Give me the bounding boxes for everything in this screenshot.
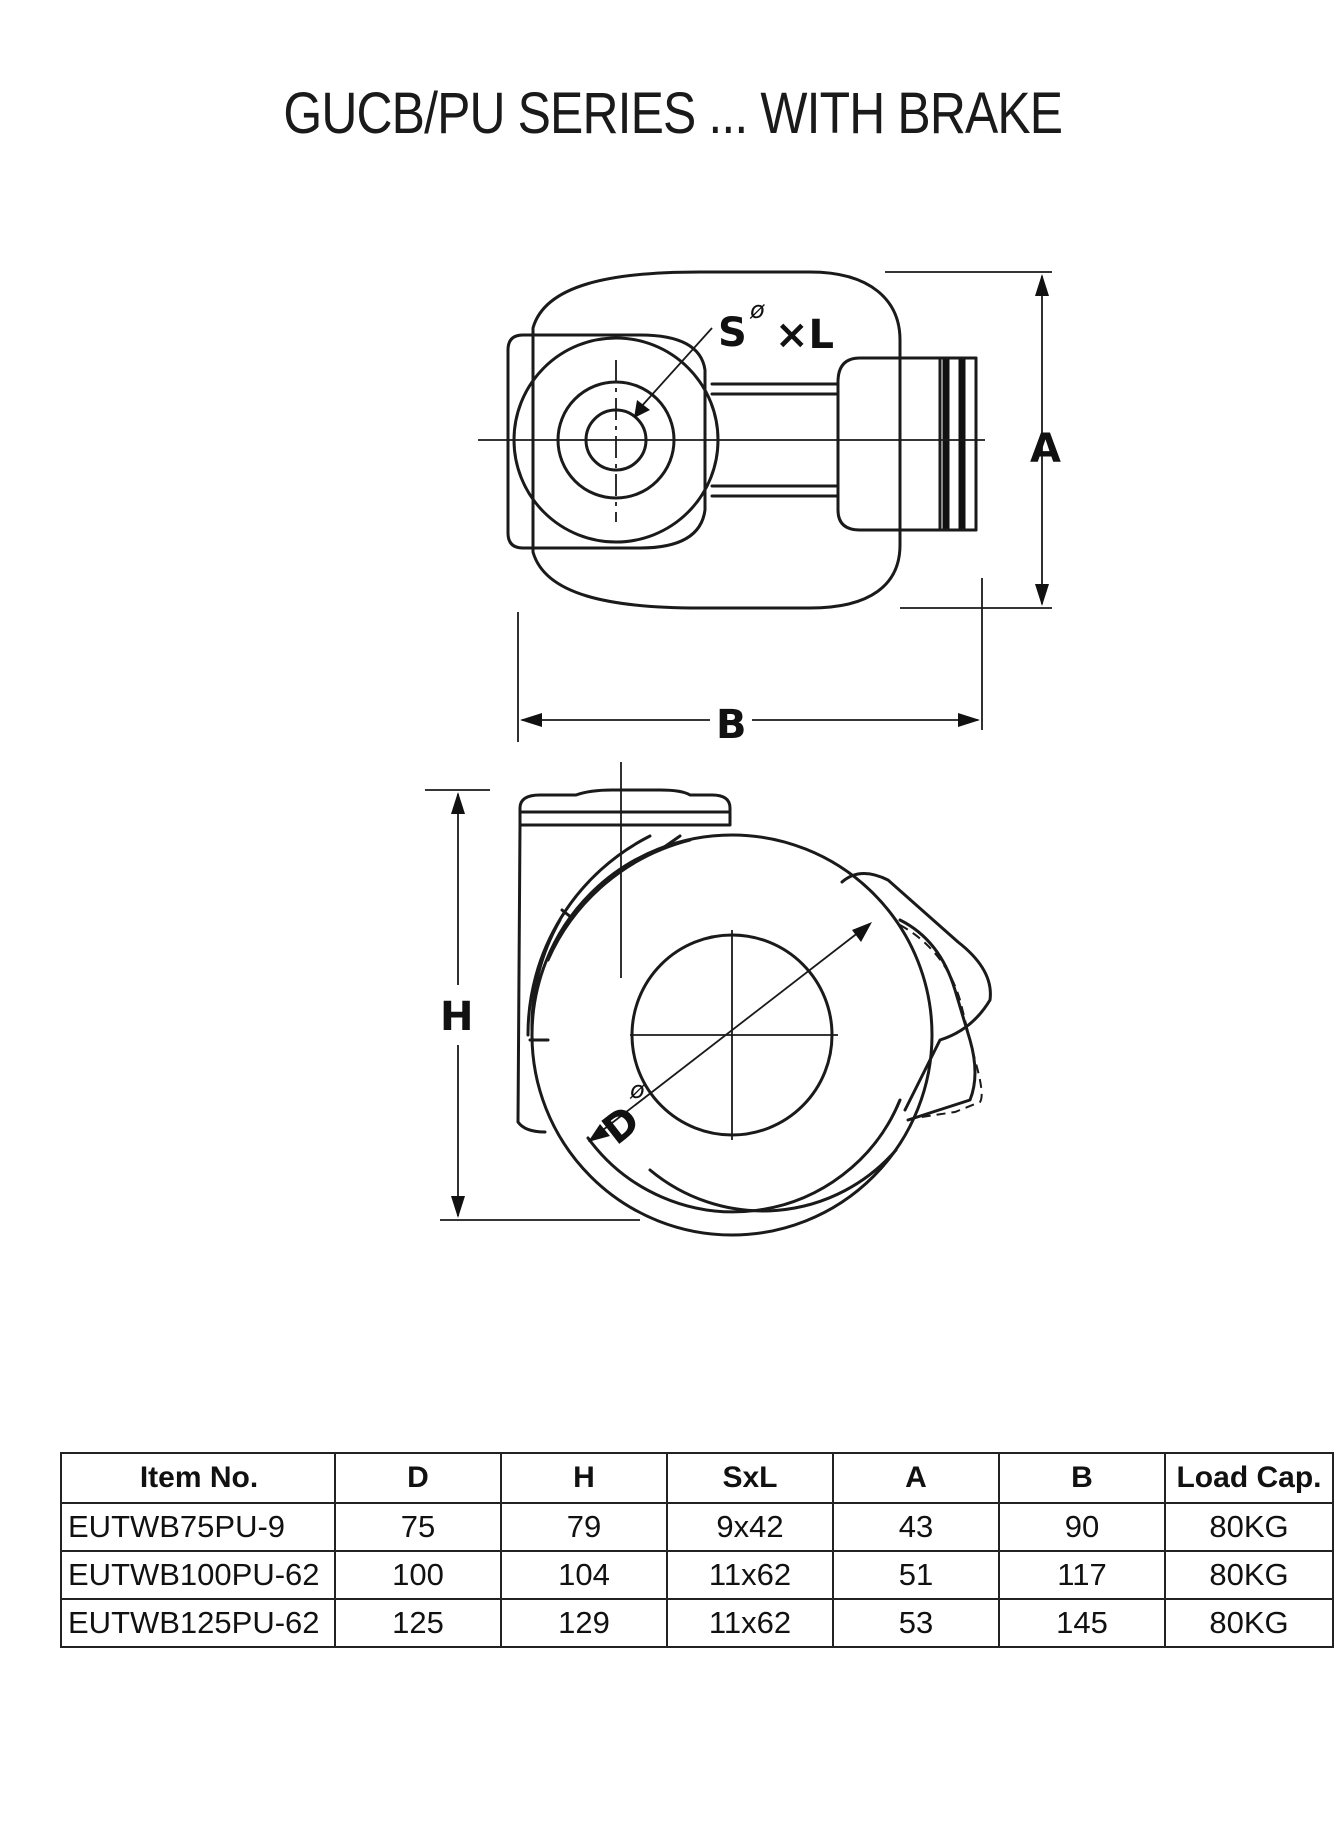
table-row: EUTWB75PU-9 75 79 9x42 43 90 80KG bbox=[60, 1502, 1334, 1552]
cell-a: 43 bbox=[832, 1502, 1000, 1552]
brake-pedal-block bbox=[836, 356, 942, 532]
cell-item-no: EUTWB75PU-9 bbox=[60, 1502, 336, 1552]
tread-arc-1 bbox=[546, 838, 692, 962]
cell-b: 145 bbox=[998, 1598, 1166, 1648]
cell-d: 100 bbox=[334, 1550, 502, 1600]
label-d-phi: ø bbox=[629, 1076, 645, 1104]
header-d: D bbox=[334, 1452, 502, 1504]
tread-tick-3 bbox=[658, 834, 682, 852]
label-b: B bbox=[716, 702, 747, 748]
d-diameter-line bbox=[589, 924, 869, 1141]
cell-item-no: EUTWB100PU-62 bbox=[60, 1550, 336, 1600]
cell-b: 90 bbox=[998, 1502, 1166, 1552]
cell-h: 129 bbox=[500, 1598, 668, 1648]
wheel-outer bbox=[530, 833, 934, 1237]
cell-d: 125 bbox=[334, 1598, 502, 1648]
h-arrow-bottom bbox=[451, 1196, 465, 1218]
caster-technical-drawing: S ø ×L A B bbox=[425, 270, 1061, 1237]
b-arrow-left bbox=[520, 713, 542, 727]
cell-b: 117 bbox=[998, 1550, 1166, 1600]
cell-a: 53 bbox=[832, 1598, 1000, 1648]
header-load-cap: Load Cap. bbox=[1164, 1452, 1334, 1504]
d-arrow-top bbox=[852, 922, 872, 942]
a-arrow-top bbox=[1035, 274, 1049, 296]
table-header-row: Item No. D H SxL A B Load Cap. bbox=[60, 1452, 1334, 1504]
cell-sxl: 11x62 bbox=[666, 1550, 834, 1600]
side-view: D ø H bbox=[425, 762, 992, 1237]
h-arrow-top bbox=[451, 792, 465, 814]
cell-sxl: 9x42 bbox=[666, 1502, 834, 1552]
tread-tick-1 bbox=[560, 908, 574, 920]
label-s: S bbox=[718, 310, 747, 356]
cell-load-cap: 80KG bbox=[1164, 1598, 1334, 1648]
header-a: A bbox=[832, 1452, 1000, 1504]
brake-body bbox=[898, 918, 977, 1122]
cell-a: 51 bbox=[832, 1550, 1000, 1600]
brake-released-position bbox=[899, 924, 983, 1119]
wheel-rim-arc bbox=[648, 1148, 898, 1213]
specifications-table: Item No. D H SxL A B Load Cap. EUTWB75PU… bbox=[60, 1452, 1334, 1648]
stem-cap bbox=[518, 788, 732, 827]
label-times-l: ×L bbox=[775, 312, 834, 358]
s-leader-arrowhead bbox=[634, 400, 650, 418]
cell-item-no: EUTWB125PU-62 bbox=[60, 1598, 336, 1648]
top-view-outline bbox=[531, 270, 902, 610]
cell-h: 79 bbox=[500, 1502, 668, 1552]
stem-housing bbox=[506, 333, 707, 550]
cell-h: 104 bbox=[500, 1550, 668, 1600]
cell-sxl: 11x62 bbox=[666, 1598, 834, 1648]
cell-load-cap: 80KG bbox=[1164, 1550, 1334, 1600]
top-view: S ø ×L A B bbox=[478, 270, 1061, 748]
label-a: A bbox=[1030, 426, 1061, 472]
page-title: GUCB/PU SERIES ... WITH BRAKE bbox=[283, 81, 1063, 146]
s-leader-line bbox=[639, 327, 713, 409]
d-arrow-bottom bbox=[588, 1124, 610, 1142]
header-sxl: SxL bbox=[666, 1452, 834, 1504]
header-item-no: Item No. bbox=[60, 1452, 336, 1504]
label-s-phi: ø bbox=[749, 296, 765, 324]
cell-load-cap: 80KG bbox=[1164, 1502, 1334, 1552]
fork-leg bbox=[516, 823, 547, 1134]
table-row: EUTWB100PU-62 100 104 11x62 51 117 80KG bbox=[60, 1550, 1334, 1600]
label-d: D bbox=[594, 1097, 648, 1154]
b-arrow-right bbox=[958, 713, 980, 727]
tread-arc-3 bbox=[526, 834, 652, 1037]
brake-lever bbox=[840, 872, 992, 1112]
header-b: B bbox=[998, 1452, 1166, 1504]
table-row: EUTWB125PU-62 125 129 11x62 53 145 80KG bbox=[60, 1598, 1334, 1648]
header-h: H bbox=[500, 1452, 668, 1504]
cell-d: 75 bbox=[334, 1502, 502, 1552]
a-arrow-bottom bbox=[1035, 584, 1049, 606]
label-h: H bbox=[440, 994, 473, 1040]
